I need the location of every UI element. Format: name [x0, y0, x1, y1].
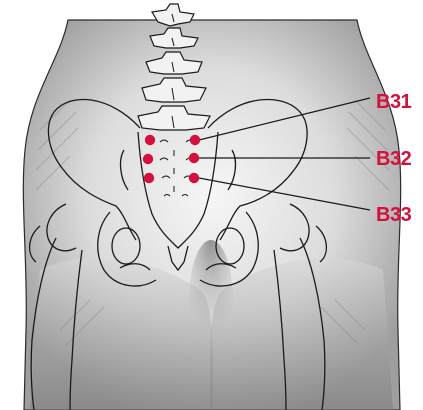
acupoint-b33-left — [144, 173, 154, 183]
label-b32: B32 — [376, 149, 411, 169]
acupoint-b32-right — [189, 153, 199, 163]
label-b31: B31 — [376, 92, 411, 112]
acupoint-b33-right — [189, 173, 199, 183]
acupoint-b32-left — [143, 154, 153, 164]
acupoint-b31-right — [190, 135, 200, 145]
label-b33: B33 — [376, 205, 411, 225]
buttocks-shading — [30, 258, 213, 410]
acupoint-b31-left — [145, 135, 155, 145]
